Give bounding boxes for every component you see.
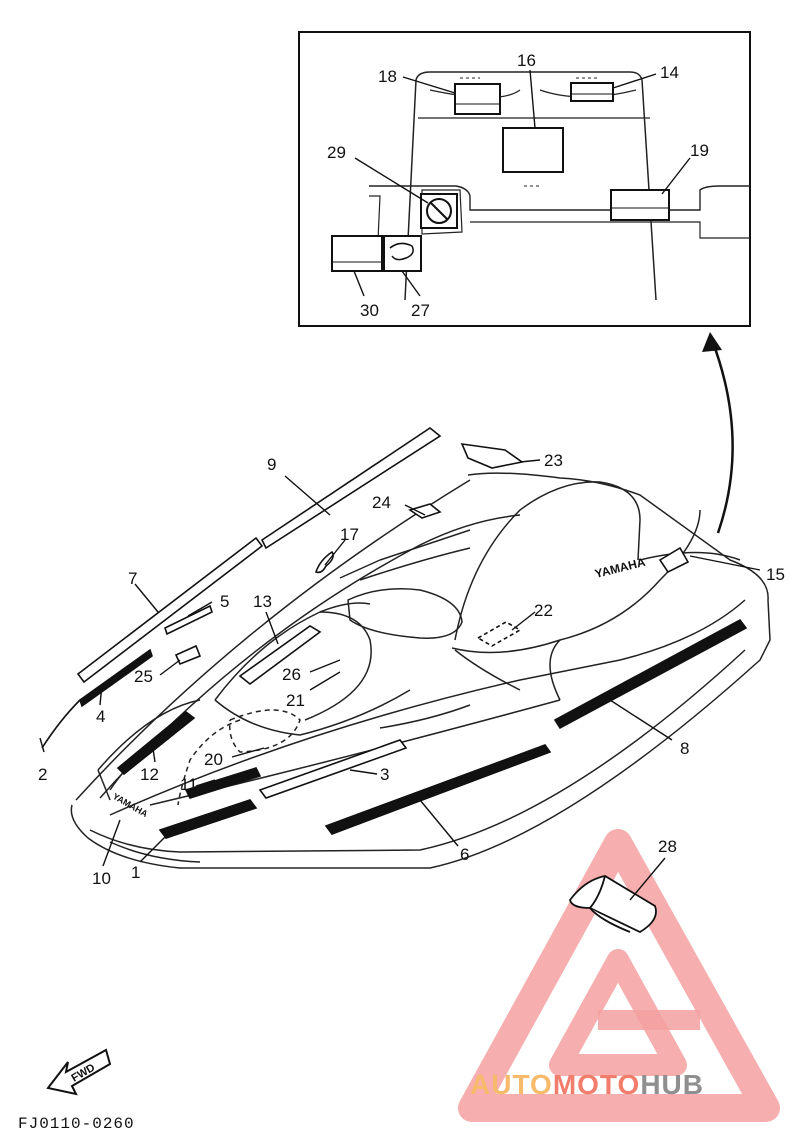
body-decals: YAMAHA YAMAHA bbox=[41, 427, 748, 839]
callout-1: 1 bbox=[131, 863, 140, 882]
label-14-decal bbox=[570, 82, 614, 102]
decal-23 bbox=[460, 443, 524, 469]
decal-22 bbox=[476, 621, 522, 647]
callout-15: 15 bbox=[766, 565, 785, 584]
inset-detail bbox=[298, 31, 751, 327]
callout-5: 5 bbox=[220, 592, 229, 611]
decal-4 bbox=[79, 648, 153, 708]
label-27-decal bbox=[383, 235, 422, 272]
callout-6: 6 bbox=[460, 845, 469, 864]
fwd-arrow-icon: FWD bbox=[46, 1048, 112, 1096]
decal-3 bbox=[258, 739, 408, 799]
figure-code: FJ0110-0260 bbox=[18, 1115, 135, 1133]
label-16-decal bbox=[502, 127, 564, 173]
automotohub-wordmark: AUTOMOTOHUB bbox=[470, 1069, 704, 1100]
automotohub-logo bbox=[458, 829, 780, 1122]
decal-6 bbox=[324, 744, 552, 835]
decal-8 bbox=[553, 618, 748, 730]
decal-11 bbox=[184, 767, 262, 799]
part-28-cover bbox=[569, 875, 657, 934]
nose-brand-text: YAMAHA bbox=[111, 791, 150, 819]
wordmark-moto: MOTO bbox=[553, 1069, 640, 1100]
callout-19: 19 bbox=[690, 141, 709, 160]
callout-28: 28 bbox=[658, 837, 677, 856]
callout-9: 9 bbox=[267, 455, 276, 474]
leader-lines bbox=[39, 459, 761, 901]
decal-25 bbox=[174, 644, 202, 666]
decal-24 bbox=[408, 503, 442, 519]
decal-9 bbox=[260, 427, 442, 550]
detail-arrow bbox=[702, 332, 734, 534]
callout-2: 2 bbox=[38, 765, 47, 784]
decal-17 bbox=[314, 550, 334, 574]
callout-20: 20 bbox=[204, 750, 223, 769]
callout-21: 21 bbox=[286, 691, 305, 710]
decal-2 bbox=[41, 699, 81, 749]
callout-4: 4 bbox=[96, 707, 105, 726]
label-19-decal bbox=[610, 189, 670, 221]
callout-13: 13 bbox=[253, 592, 272, 611]
wordmark-auto: AUTO bbox=[470, 1069, 553, 1100]
callout-12: 12 bbox=[140, 765, 159, 784]
callout-29: 29 bbox=[327, 143, 346, 162]
callout-3: 3 bbox=[380, 765, 389, 784]
wordmark-hub: HUB bbox=[640, 1069, 704, 1100]
callout-16: 16 bbox=[517, 51, 536, 70]
callout-labels: 1 2 3 4 5 6 7 8 9 10 11 12 13 14 15 16 1… bbox=[38, 51, 785, 888]
callout-18: 18 bbox=[378, 67, 397, 86]
callout-7: 7 bbox=[128, 569, 137, 588]
callout-22: 22 bbox=[534, 601, 553, 620]
hull-brand-text: YAMAHA bbox=[593, 555, 647, 581]
callout-23: 23 bbox=[544, 451, 563, 470]
label-18-decal bbox=[454, 83, 501, 115]
fwd-arrow-text: FWD bbox=[70, 1062, 98, 1085]
decal-7 bbox=[76, 536, 264, 684]
label-30-decal bbox=[331, 235, 383, 272]
callout-27: 27 bbox=[411, 301, 430, 320]
callout-14: 14 bbox=[660, 63, 679, 82]
callout-8: 8 bbox=[680, 739, 689, 758]
callout-26: 26 bbox=[282, 665, 301, 684]
callout-11: 11 bbox=[180, 775, 198, 794]
callout-25: 25 bbox=[134, 667, 153, 686]
watercraft-body bbox=[70, 472, 771, 869]
decal-5 bbox=[164, 604, 213, 636]
label-29-cap bbox=[420, 193, 458, 229]
callout-30: 30 bbox=[360, 301, 379, 320]
decal-12 bbox=[116, 710, 196, 776]
callout-17: 17 bbox=[340, 525, 359, 544]
decal-15 bbox=[658, 546, 690, 574]
decal-1 bbox=[158, 799, 258, 839]
decal-13 bbox=[238, 625, 322, 686]
callout-10: 10 bbox=[92, 869, 111, 888]
callout-24: 24 bbox=[372, 493, 391, 512]
